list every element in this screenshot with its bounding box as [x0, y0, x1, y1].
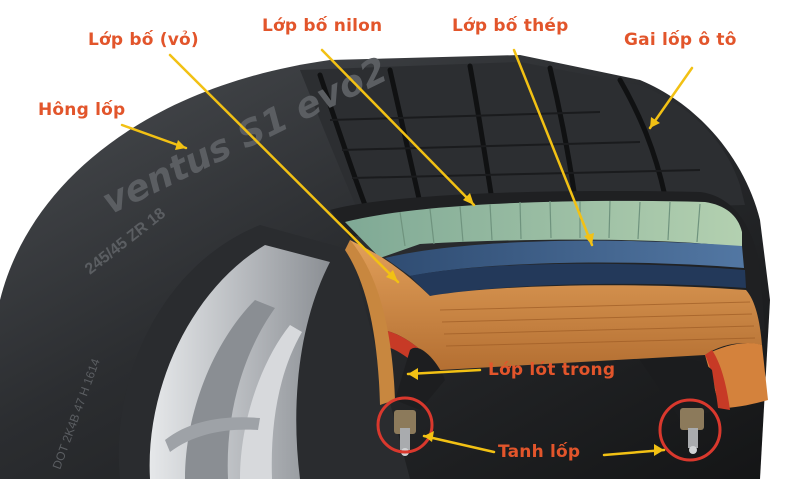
inner-liner-right — [705, 350, 730, 410]
rim — [149, 245, 330, 479]
nylon-layer — [345, 200, 742, 258]
tread-sipes — [329, 111, 701, 179]
arrow-sidewall — [120, 123, 188, 150]
casing-layer — [350, 240, 762, 370]
arrow-steel — [512, 48, 594, 247]
label-inner-liner: Lớp lót trong — [488, 360, 616, 380]
label-bead: Tanh lốp — [498, 442, 581, 462]
label-sidewall: Hông lốp — [38, 100, 126, 120]
label-tread: Gai lốp ô tô — [624, 30, 737, 50]
label-casing: Lớp bố (vỏ) — [88, 30, 199, 50]
bead-right-circle — [658, 398, 722, 462]
arrow-tread — [648, 66, 694, 130]
arrow-casing — [168, 53, 400, 284]
arrow-bead-left — [422, 434, 496, 454]
arrow-inner-liner — [406, 368, 482, 376]
arrow-heads — [175, 117, 664, 456]
tread-grooves — [317, 63, 668, 208]
arrow-nylon — [320, 48, 476, 207]
bead-left — [394, 410, 416, 456]
steel-layer — [385, 240, 744, 276]
bead-left-circle — [376, 396, 434, 454]
label-steel: Lớp bố thép — [452, 16, 569, 36]
cross-section — [330, 190, 768, 420]
leader-arrows — [120, 48, 694, 457]
bead-right — [680, 408, 704, 454]
label-nylon: Lớp bố nilon — [262, 16, 383, 36]
